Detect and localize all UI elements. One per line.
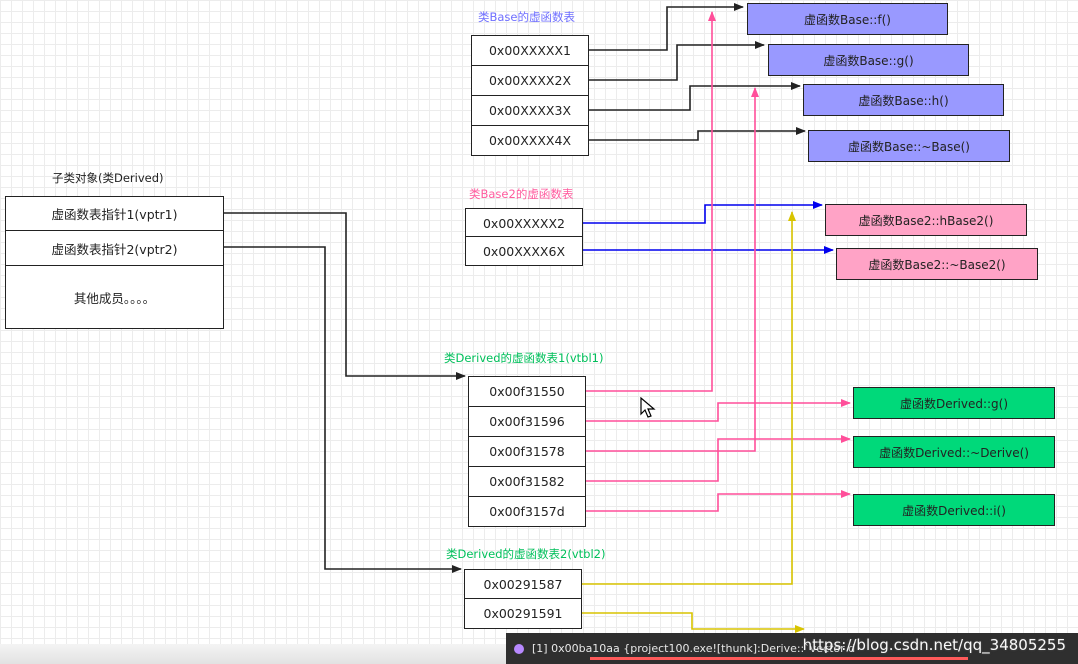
function-label: 虚函数Base2::~Base2() bbox=[868, 257, 1006, 272]
title-base2-vtable: 类Base2的虚函数表 bbox=[469, 187, 574, 201]
derived-vptr1-row: 虚函数表指针1(vptr1) bbox=[5, 196, 224, 231]
watermark-url: https://blog.csdn.net/qq_34805255 bbox=[802, 636, 1066, 654]
base2-function-box: 虚函数Base2::~Base2() bbox=[836, 248, 1038, 280]
base-function-box: 虚函数Base::~Base() bbox=[808, 130, 1010, 162]
base-vtable-entry: 0x00XXXX3X bbox=[471, 95, 589, 126]
function-label: 虚函数Base2::hBase2() bbox=[858, 213, 994, 228]
arrow-vtbl2-1 bbox=[582, 612, 805, 633]
arrow-vtbl1-1 bbox=[586, 399, 851, 422]
base2-vtable-entry: 0x00XXXXX2 bbox=[465, 208, 583, 238]
arrow-base-f bbox=[589, 3, 744, 51]
base-function-box: 虚函数Base::h() bbox=[803, 84, 1004, 116]
function-label: 虚函数Base::h() bbox=[858, 93, 949, 108]
title-base-vtable: 类Base的虚函数表 bbox=[478, 10, 576, 24]
address-label: 0x00f31596 bbox=[489, 414, 565, 429]
mouse-cursor-icon bbox=[640, 397, 656, 418]
vtbl1-entry: 0x00f31582 bbox=[468, 466, 586, 497]
debugger-tooltip-text: [1] 0x00ba10aa {project100.exe![thunk]:D… bbox=[532, 642, 856, 655]
arrow-base2-hbase2 bbox=[583, 201, 823, 224]
address-label: 0x00291587 bbox=[483, 576, 563, 592]
derived-other-members-label: 其他成员。。。。 bbox=[73, 290, 156, 306]
address-label: 0x00291591 bbox=[483, 606, 563, 621]
derived-function-box: 虚函数Derived::g() bbox=[853, 387, 1055, 419]
derived-vptr2-label: 虚函数表指针2(vptr2) bbox=[51, 241, 178, 257]
arrow-vptr1 bbox=[224, 212, 466, 380]
arrow-vtbl1-3 bbox=[586, 435, 851, 482]
derived-function-box: 虚函数Derived::i() bbox=[853, 494, 1055, 526]
function-label: 虚函数Base::g() bbox=[823, 53, 914, 68]
vtbl2-entry: 0x00291591 bbox=[464, 598, 582, 629]
base-function-box: 虚函数Base::f() bbox=[747, 3, 948, 35]
base2-vtable-entry: 0x00XXXX6X bbox=[465, 236, 583, 266]
address-label: 0x00XXXX6X bbox=[482, 243, 566, 259]
base-vtable-entry: 0x00XXXX2X bbox=[471, 65, 589, 96]
vtbl1-entry: 0x00f3157d bbox=[468, 496, 586, 527]
derived-vptr1-label: 虚函数表指针1(vptr1) bbox=[51, 207, 178, 222]
vtbl1-entry: 0x00f31578 bbox=[468, 436, 586, 467]
title-vtbl1: 类Derived的虚函数表1(vtbl1) bbox=[444, 351, 604, 365]
address-label: 0x00XXXX3X bbox=[488, 103, 572, 118]
vtbl2-entry: 0x00291587 bbox=[464, 569, 582, 599]
title-vtbl2: 类Derived的虚函数表2(vtbl2) bbox=[446, 547, 606, 561]
arrow-vtbl1-4 bbox=[586, 490, 851, 512]
arrow-vptr2 bbox=[224, 246, 462, 573]
function-label: 虚函数Derived::i() bbox=[902, 503, 1006, 518]
address-label: 0x00f31582 bbox=[489, 474, 565, 489]
address-label: 0x00f31550 bbox=[489, 384, 565, 399]
arrow-vtbl1-0 bbox=[586, 11, 716, 392]
derived-vptr2-row: 虚函数表指针2(vptr2) bbox=[5, 230, 224, 266]
title-derived-object: 子类对象(类Derived) bbox=[52, 171, 164, 185]
derived-other-members-row: 其他成员。。。。 bbox=[5, 265, 224, 329]
function-label: 虚函数Derived::g() bbox=[899, 396, 1009, 411]
function-label: 虚函数Derived::~Derive() bbox=[879, 445, 1029, 460]
address-label: 0x00XXXXX2 bbox=[482, 215, 566, 231]
arrow-base-g bbox=[589, 41, 765, 81]
base-vtable-entry: 0x00XXXXX1 bbox=[471, 35, 589, 66]
vtbl1-entry: 0x00f31550 bbox=[468, 376, 586, 407]
arrow-base-dtor bbox=[589, 127, 806, 141]
progress-underline bbox=[590, 657, 968, 660]
address-label: 0x00XXXX2X bbox=[488, 73, 572, 88]
arrow-vtbl2-0 bbox=[582, 211, 796, 585]
address-label: 0x00XXXX4X bbox=[488, 133, 572, 148]
address-label: 0x00f3157d bbox=[489, 504, 565, 519]
address-label: 0x00f31578 bbox=[489, 444, 565, 459]
address-label: 0x00XXXXX1 bbox=[488, 43, 572, 58]
arrow-vtbl1-2 bbox=[586, 87, 759, 452]
watch-dot-icon bbox=[514, 643, 524, 654]
base2-function-box: 虚函数Base2::hBase2() bbox=[825, 204, 1027, 236]
base-vtable-entry: 0x00XXXX4X bbox=[471, 125, 589, 156]
base-function-box: 虚函数Base::g() bbox=[768, 44, 969, 76]
arrow-base-h bbox=[589, 82, 801, 111]
derived-function-box: 虚函数Derived::~Derive() bbox=[853, 436, 1055, 468]
vtbl1-entry: 0x00f31596 bbox=[468, 406, 586, 437]
function-label: 虚函数Base::f() bbox=[804, 12, 891, 27]
function-label: 虚函数Base::~Base() bbox=[848, 139, 970, 154]
